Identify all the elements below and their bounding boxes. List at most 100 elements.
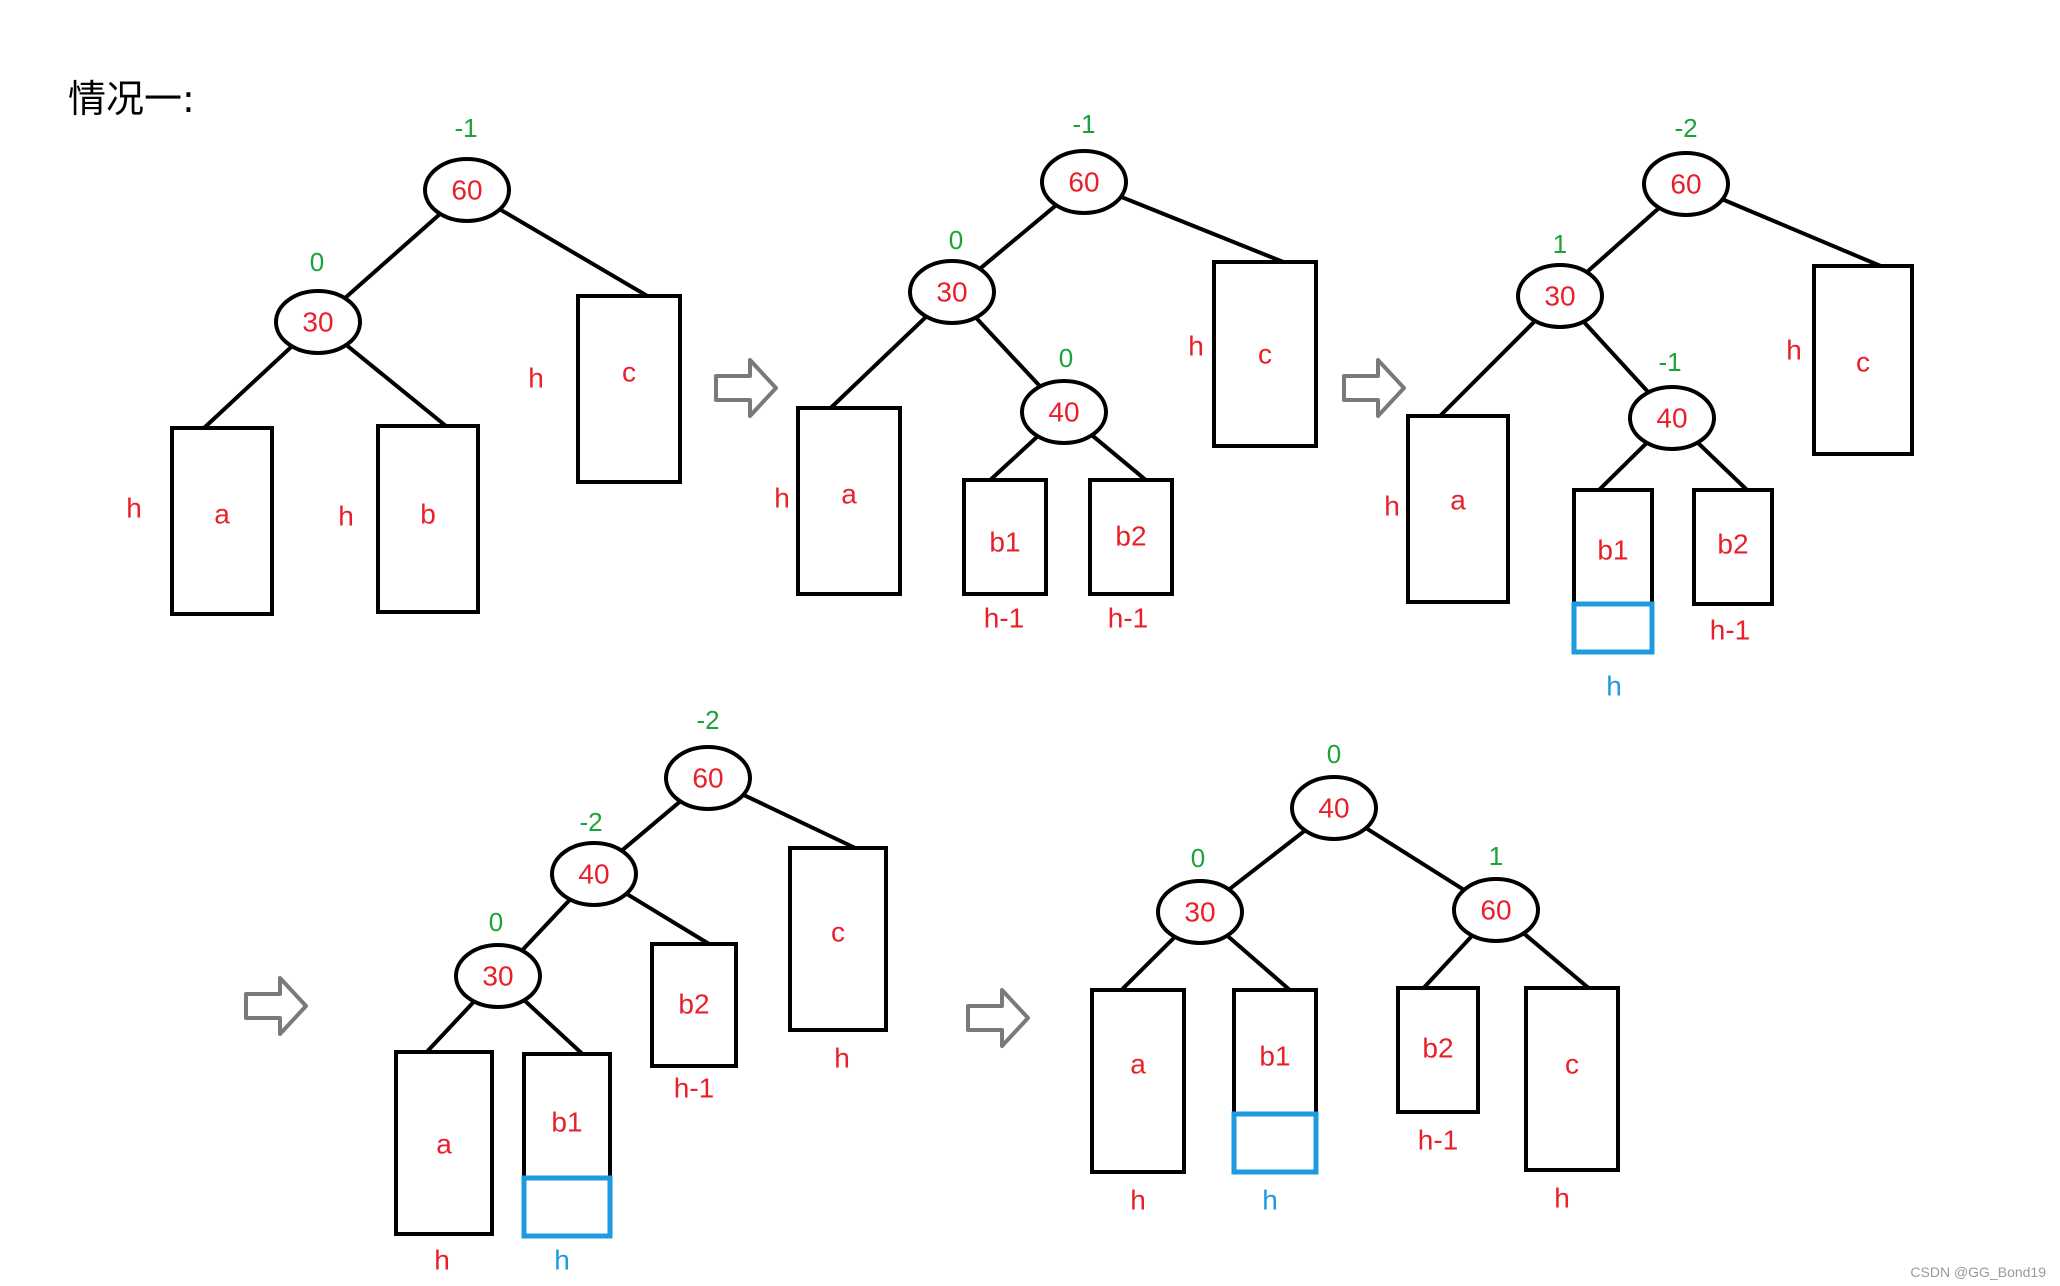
subtree-box-a	[170, 426, 274, 616]
tree-edge	[519, 897, 573, 953]
subtree-box-c	[788, 846, 888, 1032]
subtree-label: b1	[989, 526, 1020, 557]
subtree-height-label: h	[126, 492, 142, 523]
tree-edge	[1089, 433, 1148, 482]
subtree-height-label: h	[1786, 334, 1802, 365]
tree-edge	[522, 998, 585, 1056]
subtree-label: b1	[1597, 534, 1628, 565]
tree-edge	[741, 792, 858, 850]
balance-factor: -1	[454, 113, 477, 143]
node-label: 40	[1318, 792, 1349, 823]
node-label: 60	[1670, 168, 1701, 199]
tree-node-30	[454, 943, 542, 1009]
subtree-box-b	[376, 424, 480, 614]
tree-node-30	[1516, 263, 1604, 329]
subtree-box-c	[576, 294, 682, 484]
subtree-height-label: h	[1606, 670, 1622, 701]
node-label: 30	[302, 306, 333, 337]
tree-node-30	[908, 259, 996, 325]
watermark: CSDN @GG_Bond19	[1910, 1264, 2046, 1280]
subtree-height-label: h	[1384, 490, 1400, 521]
inserted-height-box	[1231, 1111, 1319, 1175]
balance-factor: 0	[1059, 343, 1073, 373]
tree-edge	[1584, 205, 1662, 275]
subtree-label: a	[214, 498, 230, 529]
subtree-height-label: h	[1554, 1182, 1570, 1213]
subtree-label: c	[831, 916, 845, 947]
subtree-label: b1	[1259, 1040, 1290, 1071]
transition-arrow	[1342, 358, 1406, 418]
balance-factor: 0	[949, 225, 963, 255]
subtree-box-b2	[1088, 478, 1174, 596]
tree-node-60	[1642, 151, 1730, 217]
subtree-height-label: h-1	[1418, 1124, 1458, 1155]
subtree-label: b2	[678, 988, 709, 1019]
tree-edge	[973, 315, 1043, 389]
subtree-box-c	[1524, 986, 1620, 1172]
subtree-height-label: h-1	[984, 602, 1024, 633]
tree-edge	[619, 799, 683, 853]
subtree-box-c	[1812, 264, 1914, 456]
subtree-label: a	[1130, 1048, 1146, 1079]
node-label: 40	[578, 858, 609, 889]
node-label: 30	[1544, 280, 1575, 311]
node-label: 30	[936, 276, 967, 307]
transition-arrow	[244, 976, 308, 1036]
balance-factor: -1	[1658, 347, 1681, 377]
node-label: 30	[482, 960, 513, 991]
balance-factor: 0	[310, 247, 324, 277]
subtree-box-b1	[1572, 488, 1654, 606]
tree-edge	[1596, 440, 1649, 492]
subtree-label: b2	[1115, 520, 1146, 551]
subtree-box-c	[1212, 260, 1318, 448]
subtree-height-label: h	[1188, 330, 1204, 361]
tree-node-40	[550, 841, 638, 907]
node-label: 40	[1656, 402, 1687, 433]
balance-factor: 0	[489, 907, 503, 937]
subtree-height-label: h-1	[674, 1072, 714, 1103]
tree-edge	[1521, 931, 1591, 990]
node-label: 60	[1068, 166, 1099, 197]
tree-edge	[497, 207, 650, 298]
subtree-label: a	[436, 1128, 452, 1159]
tree-node-30	[274, 289, 362, 355]
transition-arrow	[714, 358, 778, 418]
subtree-height-label: h	[554, 1244, 570, 1275]
tree-edge	[1226, 828, 1308, 892]
tree-node-30	[1156, 879, 1244, 945]
node-label: 60	[692, 762, 723, 793]
subtree-height-label: h	[1130, 1184, 1146, 1215]
subtree-box-b1	[1232, 988, 1318, 1116]
balance-factor: 0	[1327, 739, 1341, 769]
tree-edge	[988, 434, 1040, 482]
tree-node-40	[1020, 379, 1108, 445]
subtree-box-a	[1090, 988, 1186, 1174]
subtree-box-a	[1406, 414, 1510, 604]
subtree-label: c	[1258, 338, 1272, 369]
tree-edge	[1695, 440, 1750, 492]
subtree-label: b2	[1717, 528, 1748, 559]
tree-edge	[1118, 194, 1286, 264]
subtree-box-b2	[650, 942, 738, 1068]
subtree-box-b2	[1692, 488, 1774, 606]
node-label: 30	[1184, 896, 1215, 927]
inserted-height-box	[521, 1175, 613, 1239]
tree-edge	[344, 342, 448, 428]
subtree-height-label: h-1	[1108, 602, 1148, 633]
tree-node-60	[423, 157, 511, 223]
tree-edge	[342, 211, 443, 301]
subtree-label: a	[841, 478, 857, 509]
subtree-height-label: h	[834, 1042, 850, 1073]
tree-edge	[1581, 319, 1651, 395]
tree-edge	[424, 999, 477, 1054]
tree-edge	[1119, 934, 1177, 992]
subtree-height-label: h	[528, 362, 544, 393]
tree-edge	[1225, 933, 1292, 992]
tree-edge	[1421, 933, 1475, 990]
subtree-box-a	[394, 1050, 494, 1236]
balance-factor: 1	[1489, 841, 1503, 871]
tree-node-60	[664, 745, 752, 811]
tree-node-60	[1452, 877, 1540, 943]
subtree-label: c	[1565, 1048, 1579, 1079]
